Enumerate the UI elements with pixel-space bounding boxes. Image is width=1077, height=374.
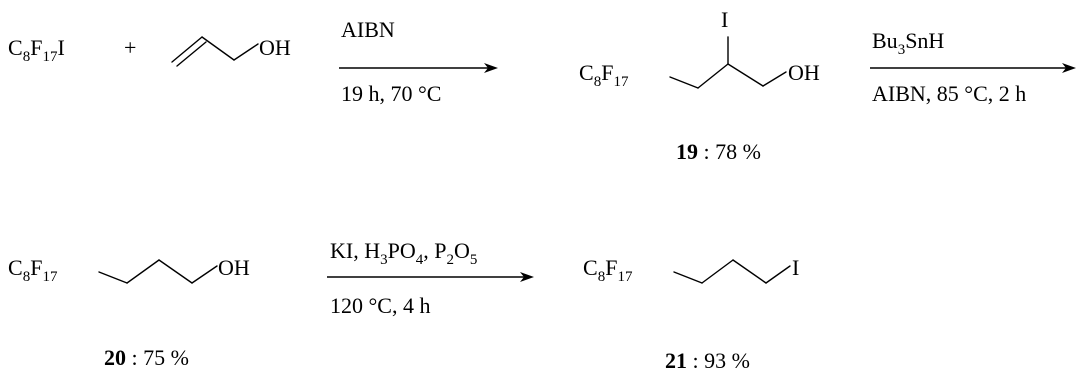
compound19-hydroxyl: OH [788, 60, 820, 85]
compound21-iodo-group: I [792, 255, 799, 280]
reaction3-reagents: KI, H3PO4, P2O5 [330, 238, 477, 268]
reactant-perfluorooctyl-iodide: C8F17I [8, 35, 65, 65]
reaction2-arrowhead [1062, 63, 1076, 73]
allyl-alcohol-structure [171, 36, 259, 67]
compound19-perfluoro-chain: C8F17 [579, 60, 629, 90]
reaction2-condition-below: AIBN, 85 °C, 2 h [872, 81, 1026, 106]
reaction3-condition-below: 120 °C, 4 h [330, 293, 430, 318]
reaction1-condition-above: AIBN [341, 17, 395, 42]
allyl-alcohol-hydroxyl: OH [259, 35, 291, 60]
compound21-perfluoro-chain: C8F17 [583, 255, 633, 285]
reaction3-arrowhead [520, 272, 534, 282]
compound19-skeleton [669, 36, 787, 89]
compound19-label: 19 : 78 % [676, 139, 761, 164]
plus-sign: + [124, 35, 136, 60]
reaction2-reagent: Bu3SnH [872, 28, 944, 58]
compound21-label: 21 : 93 % [665, 348, 750, 373]
compound20-skeleton [98, 259, 218, 284]
reaction1-arrowhead [484, 63, 498, 73]
reaction1-condition-below: 19 h, 70 °C [341, 81, 441, 106]
compound20-perfluoro-chain: C8F17 [8, 255, 58, 285]
compound19-iodo-substituent: I [721, 7, 728, 32]
compound20-hydroxyl: OH [218, 255, 250, 280]
compound20-label: 20 : 75 % [104, 345, 189, 370]
compound21-skeleton [673, 259, 791, 284]
